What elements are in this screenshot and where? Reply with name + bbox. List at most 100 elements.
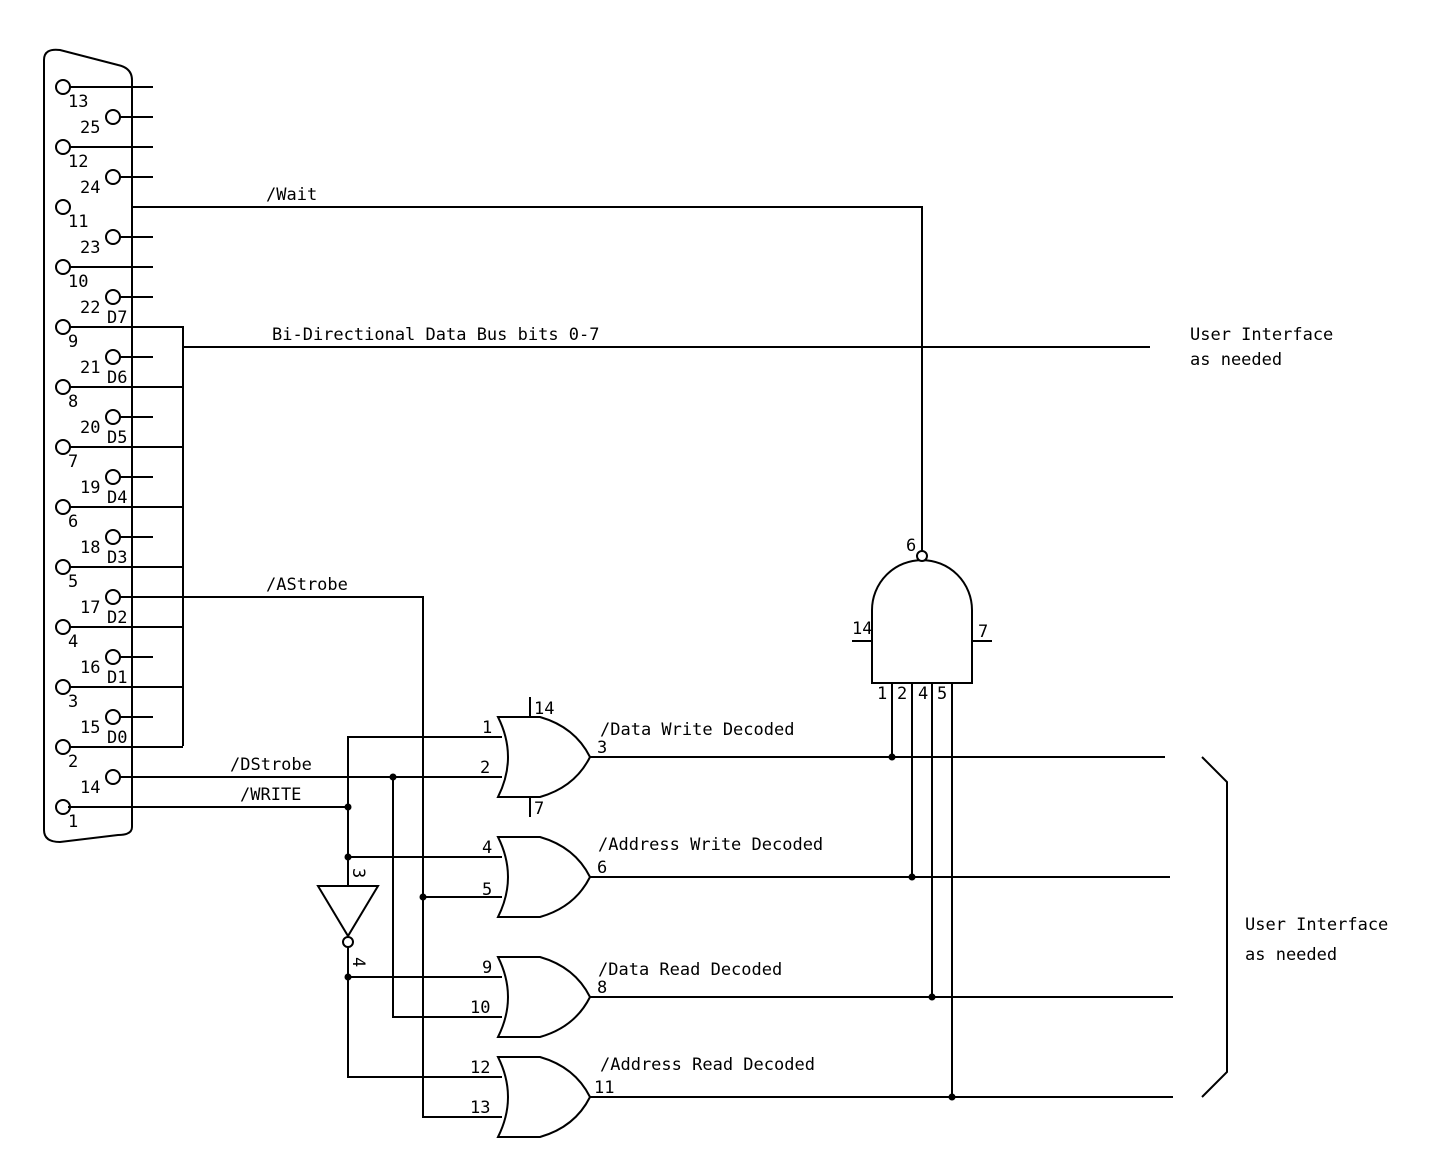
nand-out-pin: 6	[906, 536, 916, 556]
connector-pin-7: 7	[55, 439, 183, 472]
connector-pin-3: 3	[55, 679, 183, 712]
connector-pin-5: 5	[55, 559, 183, 592]
connector-pin-number: 8	[68, 392, 78, 412]
connector-pin-12: 12	[55, 139, 153, 172]
connector-pin-22: 22	[80, 289, 153, 318]
or2-pin-a: 4	[482, 838, 492, 858]
connector-pin-4: 4	[55, 619, 183, 652]
inverter-pin-in: 3	[348, 868, 368, 878]
connector-pin-15: 15	[80, 709, 153, 738]
connector-pin-number: 22	[80, 298, 100, 318]
connector-pin-number: 5	[68, 572, 78, 592]
connector-pin-number: 7	[68, 452, 78, 472]
user-interface-right-line1: User Interface	[1245, 915, 1388, 935]
connector-pin-11: 11	[55, 199, 88, 232]
wait-label: /Wait	[266, 185, 317, 205]
or3-output-label: /Data Read Decoded	[598, 960, 782, 980]
or2-pin-b: 5	[482, 880, 492, 900]
connector-pin-24: 24	[80, 169, 153, 198]
connector-pin-25: 25	[80, 109, 153, 138]
connector-pin-number: 6	[68, 512, 78, 532]
nand-gate	[852, 550, 992, 1101]
data-bit-label: D0	[107, 728, 127, 748]
user-interface-top-line2: as needed	[1190, 350, 1282, 370]
inverter-gate	[316, 885, 502, 1078]
connector-pin-number: 19	[80, 478, 100, 498]
astrobe-label: /AStrobe	[266, 575, 348, 595]
wait-net	[133, 206, 923, 551]
connector-pin-number: 2	[68, 752, 78, 772]
connector-pin-number: 23	[80, 238, 100, 258]
data-bit-label: D7	[107, 308, 127, 328]
or1-pin-a: 1	[482, 718, 492, 738]
nand-in-pin-4: 5	[937, 684, 947, 704]
decoded-output-nets	[590, 756, 1173, 1098]
connector-pin-23: 23	[80, 229, 153, 258]
db25-connector-shell	[43, 48, 133, 844]
nand-gnd-pin: 7	[978, 622, 988, 642]
connector-pin-number: 3	[68, 692, 78, 712]
connector-pin-20: 20	[80, 409, 153, 438]
connector-pin-13: 13	[55, 79, 153, 112]
connector-pin-number: 14	[80, 778, 100, 798]
connector-pin-number: 11	[68, 212, 88, 232]
connector-pin-number: 18	[80, 538, 100, 558]
or3-out-pin: 8	[597, 978, 607, 998]
connector-pins: 13 25 12 24 11 23 10 22921820719618517416315214…	[55, 79, 183, 832]
user-interface-brace	[1201, 756, 1228, 1098]
connector-pin-number: 24	[80, 178, 100, 198]
data-bit-label: D4	[107, 488, 127, 508]
user-interface-top-line1: User Interface	[1190, 325, 1333, 345]
or-gate-3	[496, 956, 592, 1038]
data-bit-label: D1	[107, 668, 127, 688]
or-gates	[496, 716, 592, 1138]
or3-pin-a: 9	[482, 958, 492, 978]
or-gate-4	[496, 1056, 592, 1138]
nand-vcc-pin: 14	[852, 619, 872, 639]
connector-pin-19: 19	[80, 469, 153, 498]
or-gate-1	[496, 716, 592, 798]
connector-pin-number: 21	[80, 358, 100, 378]
data-bus-bracket	[182, 326, 1150, 746]
or1-vcc-pin: 14	[534, 699, 554, 719]
connector-pin-number: 1	[68, 812, 78, 832]
connector-pin-9: 9	[55, 319, 183, 352]
data-bit-label: D6	[107, 368, 127, 388]
connector-pin-number: 12	[68, 152, 88, 172]
or1-pin-b: 2	[480, 758, 490, 778]
write-label: /WRITE	[240, 785, 301, 805]
data-bit-label: D2	[107, 608, 127, 628]
or1-output-label: /Data Write Decoded	[600, 720, 794, 740]
connector-pin-16: 16	[80, 649, 153, 678]
or4-pin-a: 12	[470, 1058, 490, 1078]
connector-pin-18: 18	[80, 529, 153, 558]
or4-out-pin: 11	[594, 1078, 614, 1098]
connector-pin-2: 2	[55, 739, 183, 772]
or2-out-pin: 6	[597, 858, 607, 878]
nand-in-pin-1: 1	[877, 684, 887, 704]
connector-pin-1: 1	[55, 799, 78, 832]
or2-output-label: /Address Write Decoded	[598, 835, 823, 855]
connector-pin-number: 25	[80, 118, 100, 138]
connector-pin-14: 14	[80, 769, 121, 798]
connector-pin-number: 15	[80, 718, 100, 738]
write-net	[68, 736, 502, 886]
connector-pin-number: 10	[68, 272, 88, 292]
connector-pin-number: 9	[68, 332, 78, 352]
dstrobe-label: /DStrobe	[230, 755, 312, 775]
connector-pin-number: 13	[68, 92, 88, 112]
dstrobe-net	[120, 773, 502, 1018]
connector-pin-number: 20	[80, 418, 100, 438]
user-interface-right-line2: as needed	[1245, 945, 1337, 965]
connector-pin-number: 17	[80, 598, 100, 618]
or4-output-label: /Address Read Decoded	[600, 1055, 815, 1075]
connector-pin-number: 16	[80, 658, 100, 678]
or1-out-pin: 3	[597, 738, 607, 758]
or3-pin-b: 10	[470, 998, 490, 1018]
connector-pin-number: 4	[68, 632, 78, 652]
connector-pin-21: 21	[80, 349, 153, 378]
connector-pin-8: 8	[55, 379, 183, 412]
nand-in-pin-2: 2	[897, 684, 907, 704]
